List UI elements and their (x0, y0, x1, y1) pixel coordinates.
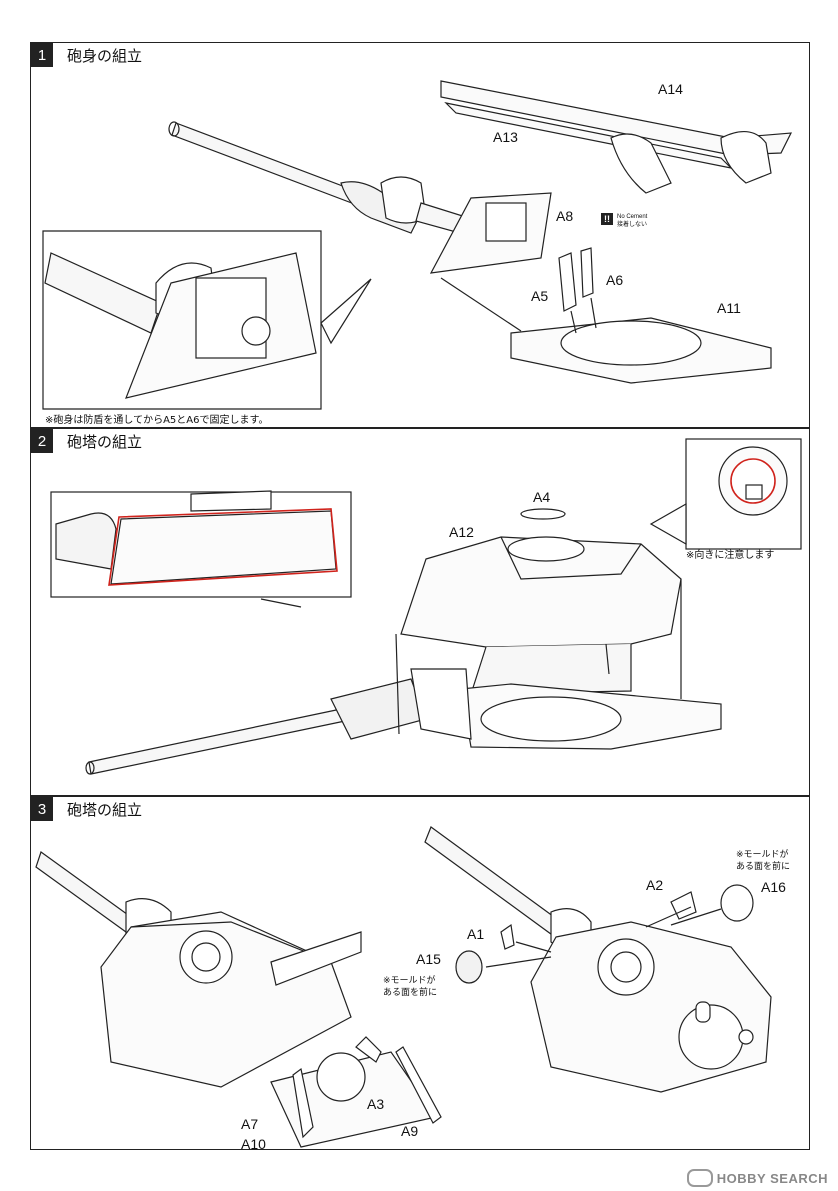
part-label-A12: A12 (449, 524, 474, 540)
part-label-A16: A16 (761, 879, 786, 895)
part-label-A5: A5 (531, 288, 549, 304)
warning-icon: !! (601, 213, 613, 225)
hobby-search-logo-icon (686, 1169, 713, 1187)
mold-note-a16: ※モールドが ある面を前に (736, 850, 791, 872)
step-title: 砲身の組立 (67, 46, 143, 65)
step-number: 1 (31, 43, 53, 67)
step-3-panel: 3 砲塔の組立 (30, 796, 810, 1152)
step-2-note: ※向きに注意します (686, 550, 775, 561)
part-label-A15: A15 (416, 951, 441, 967)
part-label-A4: A4 (533, 489, 551, 505)
part-label-A1: A1 (467, 926, 485, 942)
hobby-search-watermark: HOBBY SEARCH (686, 1169, 828, 1187)
step-3-header: 3 砲塔の組立 (31, 797, 142, 821)
step-title: 砲塔の組立 (67, 432, 143, 451)
step-1-panel: 1 砲身の組立 (30, 42, 810, 428)
barrel-assembly-drawing (42, 80, 793, 410)
no-cement-jp-text: 接着しない (617, 222, 648, 228)
step-1-note: ※砲身は防盾を通してからA5とA6で固定します。 (45, 415, 269, 426)
step-number: 2 (31, 429, 53, 453)
step-2-panel: 2 砲塔の組立 (30, 428, 810, 796)
no-cement-text: No Cement (617, 214, 648, 220)
part-label-A2: A2 (646, 877, 664, 893)
no-cement-warning: !! No Cement 接着しない (601, 213, 647, 229)
step-title: 砲塔の組立 (67, 800, 143, 819)
step-2-header: 2 砲塔の組立 (31, 429, 142, 453)
part-label-A13: A13 (493, 129, 518, 145)
mold-note-a15: ※モールドが ある面を前に (383, 976, 438, 998)
part-label-A10: A10 (241, 1136, 266, 1152)
part-label-A7: A7 (241, 1116, 259, 1132)
part-label-A6: A6 (606, 272, 624, 288)
part-label-A8: A8 (556, 208, 574, 224)
turret-detail-drawing (35, 826, 772, 1148)
part-label-A11: A11 (717, 300, 741, 316)
turret-assembly-drawing (50, 438, 802, 775)
step-1-header: 1 砲身の組立 (31, 43, 142, 67)
watermark-text: HOBBY SEARCH (716, 1170, 828, 1186)
part-label-A14: A14 (658, 81, 683, 97)
step-number: 3 (31, 797, 53, 821)
part-label-A9: A9 (401, 1123, 419, 1139)
part-label-A3: A3 (367, 1096, 385, 1112)
